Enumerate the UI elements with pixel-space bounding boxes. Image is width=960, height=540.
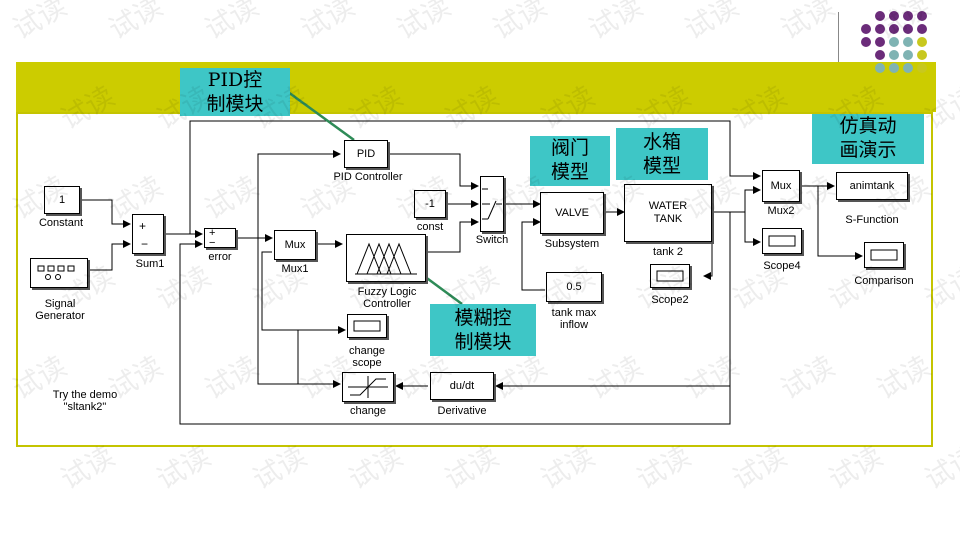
animtank-block[interactable]: animtank xyxy=(836,172,908,200)
s-function-label: S-Function xyxy=(845,214,899,226)
change-scope-block[interactable] xyxy=(347,314,387,338)
const-label: const xyxy=(416,221,444,233)
constant-block[interactable]: 1 xyxy=(44,186,80,214)
valve-text: VALVE xyxy=(555,207,589,219)
subsystem-label: Subsystem xyxy=(544,238,600,250)
decor-dot xyxy=(889,24,899,34)
fuzzy-logic-controller-label: Fuzzy Logic Controller xyxy=(357,286,417,310)
switch-block[interactable] xyxy=(480,176,504,232)
change-block[interactable] xyxy=(342,372,394,402)
decor-dot xyxy=(861,24,871,34)
mux1-text: Mux xyxy=(284,239,306,251)
tank-max-value: 0.5 xyxy=(566,281,582,293)
signal-generator-block[interactable] xyxy=(30,258,88,288)
tank2-label: tank 2 xyxy=(653,246,683,258)
decor-dot xyxy=(903,24,913,34)
error-label: error xyxy=(208,251,232,263)
decor-dot xyxy=(875,63,885,73)
error-sum-block[interactable]: + − xyxy=(204,227,236,249)
scope-icon xyxy=(768,235,796,247)
constant-value: 1 xyxy=(58,194,66,206)
signal-generator-label: Signal Generator xyxy=(35,298,85,322)
fuzzy-membership-icon xyxy=(355,242,417,275)
decor-dot xyxy=(875,11,885,21)
decor-dot xyxy=(917,37,927,47)
minus-sign-icon: − xyxy=(209,237,216,249)
tank-max-inflow-block[interactable]: 0.5 xyxy=(546,272,602,302)
decor-dot xyxy=(917,24,927,34)
decor-dot xyxy=(903,63,913,73)
animation-callout: 仿真动 画演示 xyxy=(812,114,924,164)
mux2-text: Mux xyxy=(770,180,792,192)
sum1-label: Sum1 xyxy=(135,258,165,270)
valve-subsystem-block[interactable]: VALVE xyxy=(540,192,604,234)
decor-dot xyxy=(889,50,899,60)
scope2-label: Scope2 xyxy=(651,294,689,306)
saturation-icon xyxy=(348,376,388,398)
title-banner xyxy=(16,62,936,112)
scope4-block[interactable] xyxy=(762,228,802,254)
scope-icon xyxy=(353,320,381,332)
change-label: change xyxy=(349,405,387,417)
decor-dot xyxy=(861,37,871,47)
tank-model-callout: 水箱 模型 xyxy=(616,128,708,180)
const-block[interactable]: -1 xyxy=(414,190,446,218)
derivative-label: Derivative xyxy=(437,405,487,417)
sum1-block[interactable]: + − xyxy=(132,214,164,254)
decor-dot xyxy=(889,11,899,21)
comparison-scope-block[interactable] xyxy=(864,242,904,268)
pid-controller-block[interactable]: PID xyxy=(344,140,388,168)
mux2-label: Mux2 xyxy=(767,205,795,217)
plus-sign-icon: + xyxy=(209,227,216,239)
derivative-block[interactable]: du/dt xyxy=(430,372,494,400)
pid-controller-label: PID Controller xyxy=(333,171,403,183)
fuzzy-callout: 模糊控 制模块 xyxy=(430,304,536,356)
decor-dot xyxy=(875,37,885,47)
decor-dot xyxy=(917,11,927,21)
switch-label: Switch xyxy=(475,234,509,246)
tank-max-inflow-label: tank max inflow xyxy=(551,307,597,331)
decor-dot xyxy=(903,50,913,60)
decor-dot xyxy=(917,63,927,73)
scope2-block[interactable] xyxy=(650,264,690,288)
mux2-block[interactable]: Mux xyxy=(762,170,800,202)
pid-callout: PID控 制模块 xyxy=(180,68,290,116)
constant-label: Constant xyxy=(38,217,84,229)
scope-icon xyxy=(870,249,898,261)
decor-dot xyxy=(875,50,885,60)
pid-text: PID xyxy=(356,148,376,160)
plus-sign-icon: + xyxy=(139,219,147,233)
comparison-label: Comparison xyxy=(854,275,914,287)
demo-note: Try the demo "sltank2" xyxy=(52,389,118,413)
decor-dot xyxy=(889,63,899,73)
dudt-text: du/dt xyxy=(449,380,475,392)
change-scope-label: change scope xyxy=(348,345,386,369)
fuzzy-logic-controller-block[interactable] xyxy=(346,234,426,282)
decor-dot xyxy=(875,24,885,34)
minus-sign-icon: − xyxy=(141,237,149,251)
animtank-text: animtank xyxy=(849,180,895,192)
mux1-block[interactable]: Mux xyxy=(274,230,316,260)
switch-icon xyxy=(482,188,502,220)
decor-dot xyxy=(903,11,913,21)
water-tank-text: WATER TANK xyxy=(648,200,688,225)
scope-icon xyxy=(656,270,684,282)
scope4-label: Scope4 xyxy=(763,260,801,272)
valve-model-callout: 阀门 模型 xyxy=(530,136,610,186)
signal-generator-icon xyxy=(37,265,75,280)
const-value: -1 xyxy=(425,198,435,210)
decor-dot xyxy=(917,50,927,60)
decor-dot xyxy=(889,37,899,47)
mux1-label: Mux1 xyxy=(281,263,309,275)
decor-dot xyxy=(903,37,913,47)
